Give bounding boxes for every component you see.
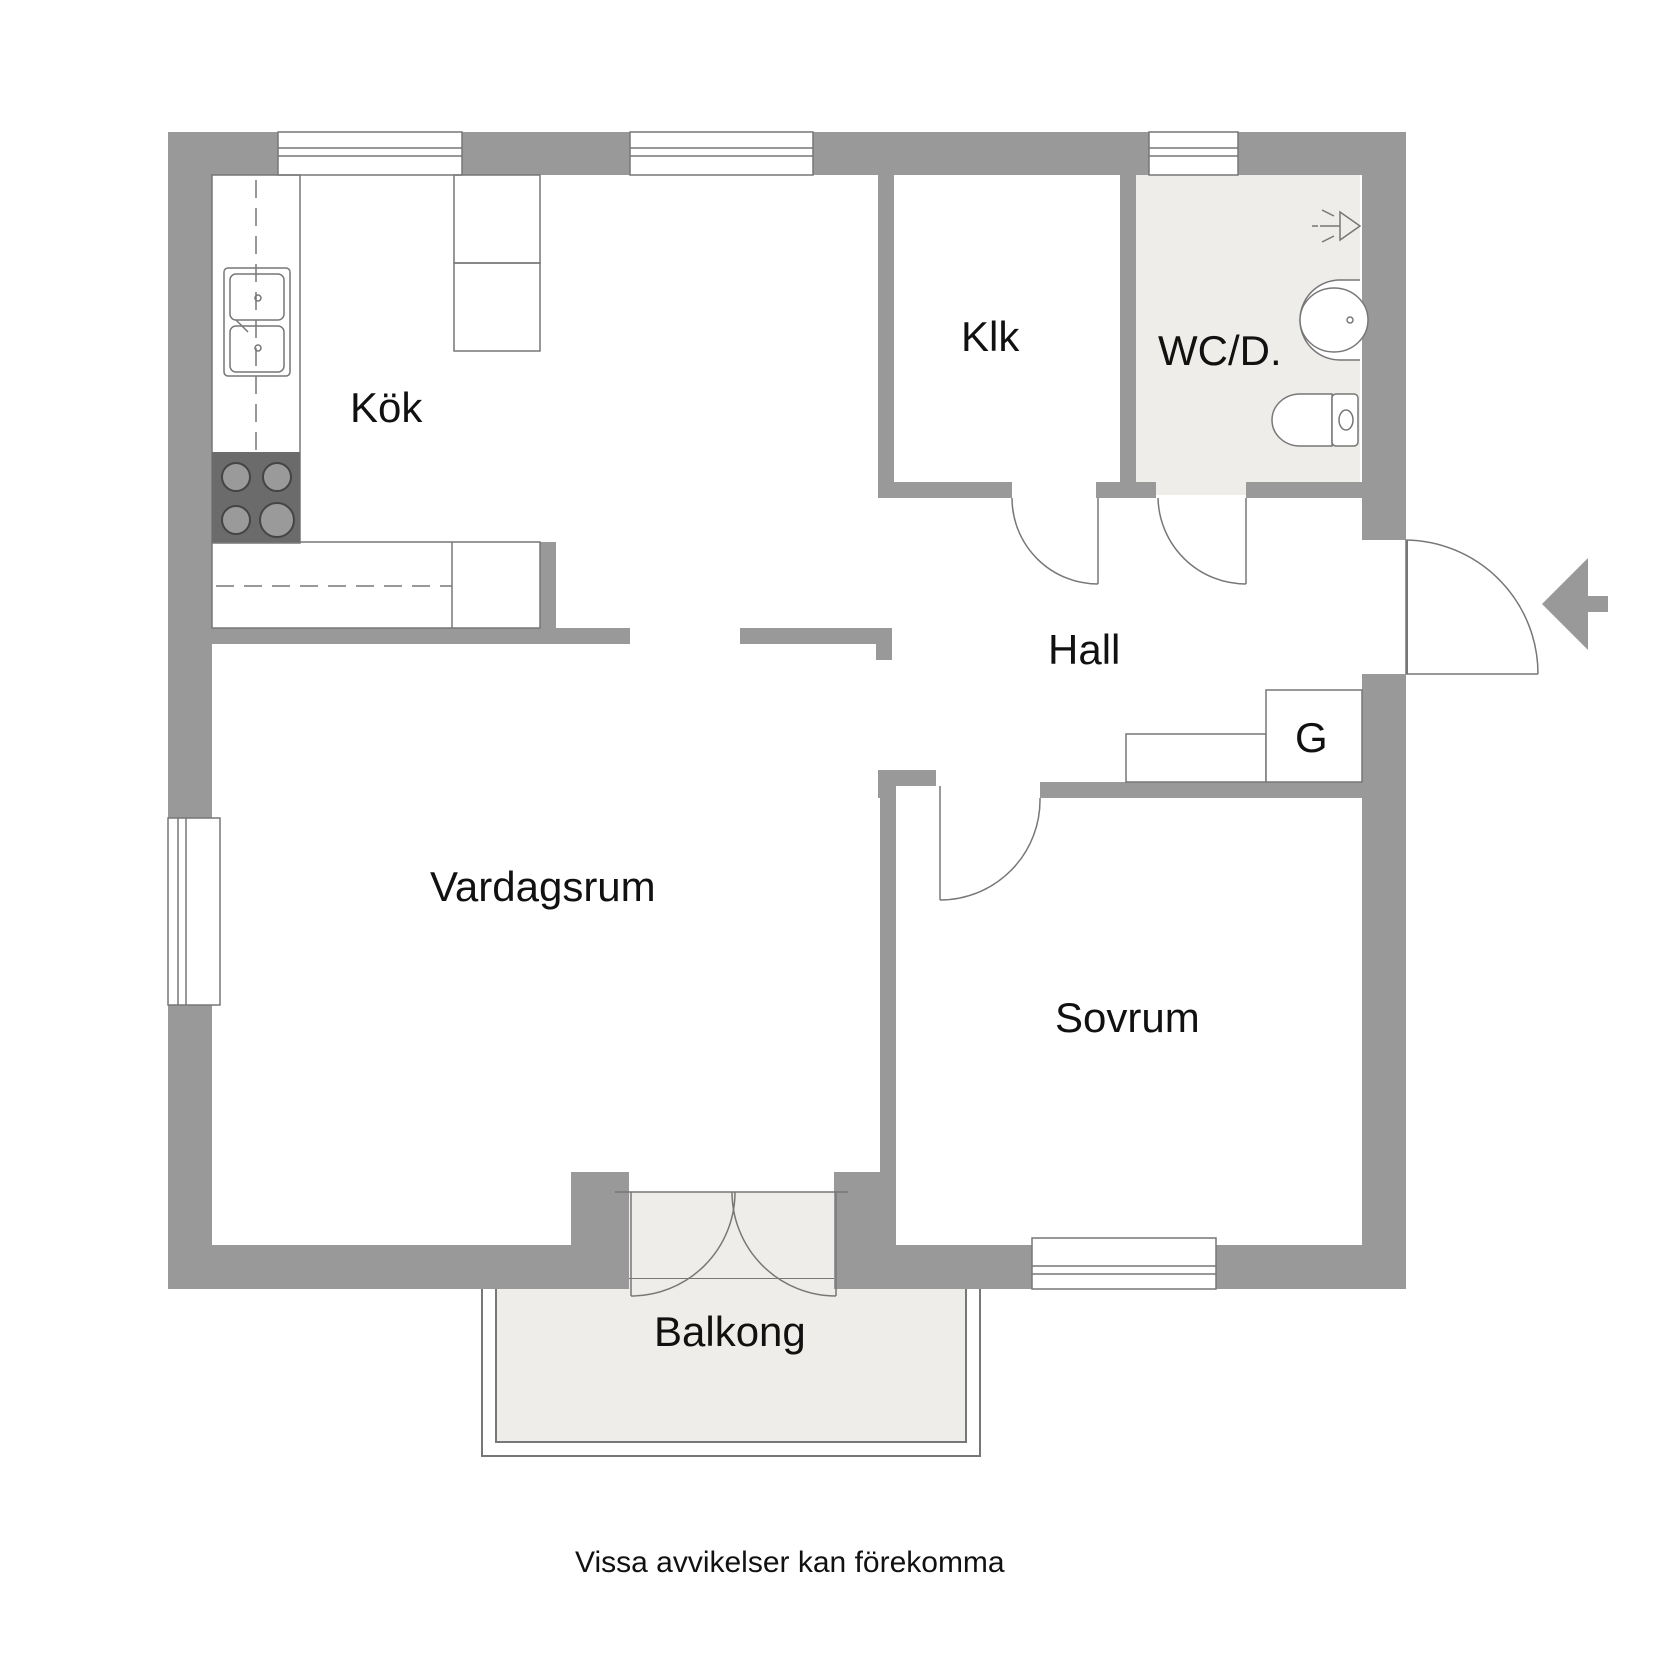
room-label-bedroom: Sovrum: [1055, 994, 1200, 1041]
hall-storage: [1125, 689, 1363, 783]
doors: [615, 497, 1539, 1297]
kitchen-counter: [211, 174, 541, 629]
arrow-left-icon: [1542, 558, 1608, 650]
double-sink-icon: [223, 267, 291, 377]
room-label-living-room: Vardagsrum: [430, 863, 656, 910]
toilet-icon: [1271, 393, 1359, 447]
windows: [167, 131, 1239, 1290]
exterior-walls: [168, 132, 1406, 1289]
disclaimer-text: Vissa avvikelser kan förekomma: [575, 1546, 1005, 1579]
balcony: [481, 1277, 981, 1457]
room-label-hall: Hall: [1048, 626, 1120, 673]
light-fixture-icon: [1312, 209, 1362, 243]
room-label-balcony: Balkong: [654, 1308, 806, 1355]
interior-walls: [212, 175, 1362, 1250]
washbasin-icon: [1299, 279, 1369, 361]
room-label-bathroom: WC/D.: [1158, 327, 1282, 374]
room-label-kitchen: Kök: [350, 384, 423, 431]
room-label-wardrobe: G: [1295, 714, 1328, 761]
stove-icon: [212, 452, 300, 542]
room-label-walk-in-closet: Klk: [961, 313, 1020, 360]
balcony-door-floor: [615, 1192, 848, 1278]
